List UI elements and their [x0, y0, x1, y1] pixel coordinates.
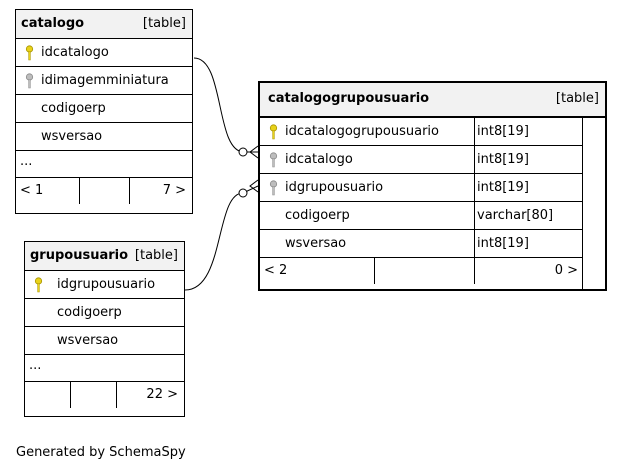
- nav-parents-link[interactable]: < 2: [264, 263, 288, 278]
- column-name: wsversao: [285, 236, 347, 251]
- link-crowsfoot: [249, 145, 259, 159]
- nav-children-link[interactable]: 7 >: [162, 183, 186, 198]
- table-name: catalogo: [21, 16, 85, 31]
- table-header: catalogo [table]: [16, 10, 192, 39]
- primary-key-icon: [25, 45, 34, 61]
- table-name: grupousuario: [30, 248, 129, 263]
- table-header: catalogogrupousuario [table]: [260, 83, 605, 118]
- column-name: wsversao: [57, 333, 119, 348]
- table-tag: [table]: [134, 248, 178, 263]
- column-row: idgrupousuario int8[19]: [260, 174, 582, 202]
- foreign-key-icon: [269, 152, 278, 168]
- column-row: codigoerp: [16, 95, 192, 123]
- generated-by-footer: Generated by SchemaSpy: [16, 445, 186, 460]
- nav-parents-link[interactable]: < 1: [20, 183, 44, 198]
- nav-divider: [116, 382, 117, 408]
- column-row: idcatalogo: [16, 39, 192, 67]
- link-crowsfoot: [249, 179, 259, 193]
- column-name: codigoerp: [285, 208, 350, 223]
- column-row: wsversao int8[19]: [260, 230, 582, 258]
- column-row: codigoerp: [25, 299, 184, 327]
- table-grupousuario[interactable]: grupousuario [table] idgrupousuario codi…: [24, 241, 185, 417]
- table-nav: 22 >: [25, 382, 184, 408]
- table-header: grupousuario [table]: [25, 242, 184, 271]
- column-row: wsversao: [25, 327, 184, 355]
- link-end-circle: [238, 147, 248, 157]
- column-name: codigoerp: [41, 101, 106, 116]
- nav-divider: [129, 178, 130, 204]
- column-name: idimagemminiatura: [41, 73, 169, 88]
- more-columns: ...: [25, 355, 184, 382]
- nav-divider: [474, 258, 475, 284]
- column-type: int8[19]: [474, 118, 529, 145]
- column-name: idgrupousuario: [285, 180, 384, 195]
- table-tag: [table]: [555, 91, 599, 106]
- column-row: idcatalogo int8[19]: [260, 146, 582, 174]
- table-nav: < 2 0 >: [260, 258, 582, 284]
- column-type: int8[19]: [474, 174, 529, 201]
- table-right-border: [582, 118, 583, 289]
- table-catalogo[interactable]: catalogo [table] idcatalogo idimagemmini…: [15, 9, 193, 214]
- table-catalogogrupousuario[interactable]: catalogogrupousuario [table] idcatalogog…: [258, 81, 607, 291]
- nav-divider: [374, 258, 375, 284]
- more-columns: ...: [16, 151, 192, 178]
- table-tag: [table]: [142, 16, 186, 31]
- column-name: wsversao: [41, 129, 103, 144]
- primary-key-icon: [269, 124, 278, 140]
- more-indicator: ...: [29, 358, 42, 373]
- column-type: int8[19]: [474, 230, 529, 257]
- foreign-key-icon: [25, 73, 34, 89]
- table-name: catalogogrupousuario: [268, 91, 430, 106]
- nav-children-link[interactable]: 22 >: [146, 387, 178, 402]
- column-type: varchar[80]: [474, 202, 553, 229]
- table-nav: < 1 7 >: [16, 178, 192, 204]
- column-name: codigoerp: [57, 305, 122, 320]
- nav-divider: [79, 178, 80, 204]
- column-row: idimagemminiatura: [16, 67, 192, 95]
- link-end-circle: [238, 188, 248, 198]
- column-row: wsversao: [16, 123, 192, 151]
- column-row: idgrupousuario: [25, 271, 184, 299]
- column-name: idcatalogogrupousuario: [285, 124, 439, 139]
- foreign-key-icon: [269, 180, 278, 196]
- column-row: idcatalogogrupousuario int8[19]: [260, 118, 582, 146]
- primary-key-icon: [34, 277, 43, 293]
- column-row: codigoerp varchar[80]: [260, 202, 582, 230]
- column-name: idgrupousuario: [57, 277, 156, 292]
- link-grupousuario-to-catalogogrupousuario: [184, 185, 259, 291]
- more-indicator: ...: [20, 154, 33, 169]
- nav-divider: [70, 382, 71, 408]
- column-name: idcatalogo: [41, 45, 109, 60]
- link-catalogo-to-catalogogrupousuario: [193, 57, 258, 153]
- nav-children-link[interactable]: 0 >: [554, 263, 578, 278]
- column-type: int8[19]: [474, 146, 529, 173]
- column-name: idcatalogo: [285, 152, 353, 167]
